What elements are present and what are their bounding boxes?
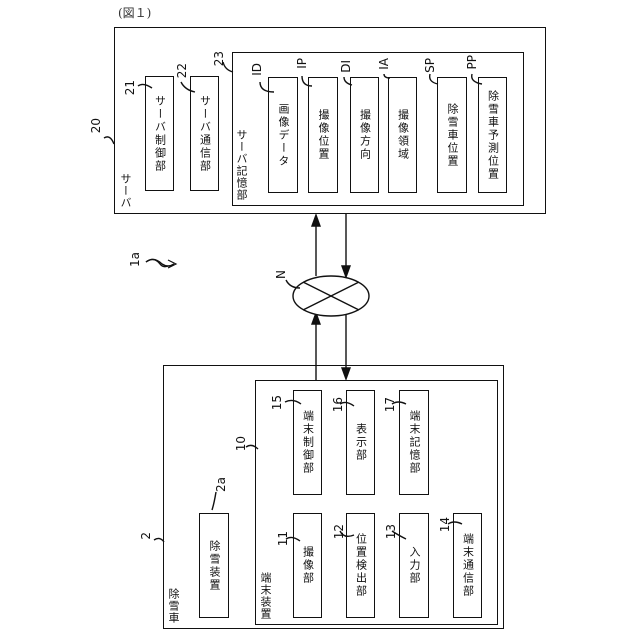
terminal-storage-unit: 端末記憶部 [399,390,429,495]
snow-removal-device-label: 除雪装置 [206,540,222,592]
position-detection-unit: 位置検出部 [346,513,375,618]
unit-label: 撮像部 [300,546,316,585]
ref-14: 14 [439,517,451,532]
ref-PP: PP [466,55,478,69]
ref-16: 16 [332,397,344,412]
storage-item-label: 除雪車位置 [444,103,460,168]
server-communication-unit: サーバ通信部 [190,76,219,191]
storage-item-imaging-position: 撮像位置 [308,77,338,193]
server-storage-label: サーバ記憶部 [236,129,247,201]
input-unit: 入力部 [399,513,429,618]
unit-label: 端末通信部 [460,533,476,598]
ref-11: 11 [277,531,289,546]
ref-IP: IP [296,58,308,69]
ref-1a: 1a [129,252,141,267]
ref-2a: 2a [215,477,227,492]
ref-20: 20 [90,118,102,133]
leader-N [286,280,300,288]
storage-item-label: 除雪車予測位置 [485,90,501,181]
ref-2: 2 [140,532,152,540]
ref-23: 23 [213,51,225,66]
unit-label: 表示部 [353,423,369,462]
imaging-unit: 撮像部 [293,513,322,618]
ref-N: N [275,270,287,279]
network-cross-a [303,282,359,310]
unit-label: 端末記憶部 [406,410,422,475]
ref-21: 21 [124,80,136,95]
storage-item-label: 撮像方向 [357,109,373,161]
storage-item-image-data: 画像データ [268,77,298,193]
terminal-label: 端末装置 [260,572,271,620]
ref-DI: DI [340,60,352,73]
storage-item-label: 撮像領域 [395,109,411,161]
snow-removal-device: 除雪装置 [199,513,229,618]
storage-item-vehicle-position: 除雪車位置 [437,77,467,193]
network-cross-b [303,282,359,310]
server-control-unit-label: サーバ制御部 [152,95,168,173]
terminal-communication-unit: 端末通信部 [453,513,482,618]
leader-1a [146,259,168,266]
terminal-control-unit: 端末制御部 [293,390,322,495]
uplink-arrow-lower [312,313,320,324]
storage-item-imaging-direction: 撮像方向 [350,77,379,193]
display-unit: 表示部 [346,390,375,495]
ref-10: 10 [235,436,247,451]
server-label: サーバ [120,173,131,209]
leader-20 [104,137,114,144]
figure-label: (図１) [118,4,151,21]
storage-item-label: 撮像位置 [315,109,331,161]
storage-item-label: 画像データ [275,103,291,168]
unit-label: 入力部 [406,546,422,585]
ref-13: 13 [385,524,397,539]
vehicle-label: 除雪車 [168,588,179,624]
system-arrowhead [168,260,176,268]
system-arrow [146,259,174,266]
server-communication-unit-label: サーバ通信部 [197,95,213,173]
ref-IA: IA [378,58,390,70]
server-control-unit: サーバ制御部 [145,76,174,191]
unit-label: 位置検出部 [353,533,369,598]
ref-22: 22 [176,63,188,78]
unit-label: 端末制御部 [300,410,316,475]
storage-item-predicted-position: 除雪車予測位置 [478,77,507,193]
uplink-arrow-upper [312,215,320,226]
ref-15: 15 [271,395,283,410]
ref-SP: SP [424,58,436,73]
downlink-arrow-upper [342,266,350,277]
network-symbol [293,276,369,316]
ref-12: 12 [333,524,345,539]
storage-item-imaging-area: 撮像領域 [388,77,417,193]
ref-ID: ID [251,63,263,76]
ref-17: 17 [384,397,396,412]
